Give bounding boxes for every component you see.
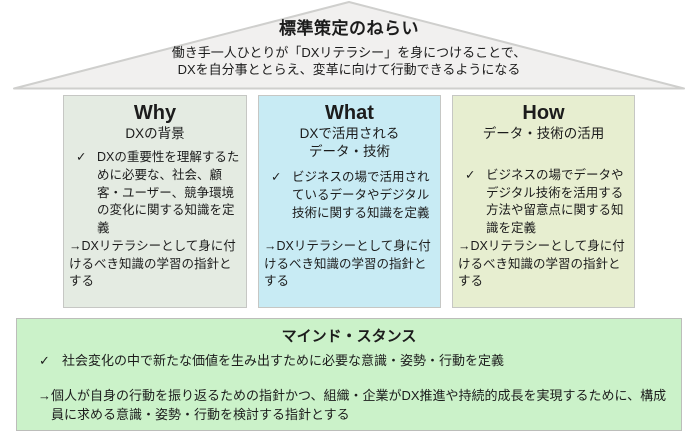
column-what: What DXで活用される データ・技術 ✓ ビジネスの場で活用されているデータ…: [258, 95, 441, 308]
roof-text-block: 標準策定のねらい 働き手一人ひとりが「DXリテラシー」を身につけることで、 DX…: [0, 14, 698, 79]
check-icon: ✓: [465, 167, 476, 182]
column-what-bullet-text: ビジネスの場で活用されているデータやデジタル技術に関する知識を定義: [292, 170, 430, 220]
check-icon: ✓: [271, 170, 282, 184]
column-how-subheading: データ・技術の活用: [482, 126, 605, 141]
column-what-heading: What: [325, 102, 374, 124]
column-why-bullet: ✓ DXの重要性を理解するために必要な、社会、顧客・ユーザー、競争環境の変化に関…: [69, 149, 241, 238]
mind-stance-arrow-note: →個人が自身の行動を振り返るための指針かつ、組織・企業がDX推進や持続的成長を実…: [38, 388, 667, 423]
column-what-subheading2: データ・技術: [309, 143, 390, 159]
column-how: How データ・技術の活用 ✓ ビジネスの場でデータやデジタル技術を活用する方法…: [452, 95, 635, 308]
column-why-heading: Why: [133, 102, 177, 124]
column-how-heading: How: [522, 102, 565, 124]
roof-subtitle: 働き手一人ひとりが「DXリテラシー」を身につけることで、 DXを自分事ととらえ、…: [0, 44, 698, 79]
column-how-bullet: ✓ ビジネスの場でデータやデジタル技術を活用する方法や留意点に関する知識を定義: [458, 167, 629, 238]
column-why-header: Why DXの背景: [69, 101, 241, 143]
check-icon: ✓: [39, 353, 50, 368]
column-why-bullet-text: DXの重要性を理解するために必要な、社会、顧客・ユーザー、競争環境の変化に関する…: [97, 150, 240, 235]
roof-title: 標準策定のねらい: [279, 19, 419, 38]
column-how-bullet-text: ビジネスの場でデータやデジタル技術を活用する方法や留意点に関する知識を定義: [486, 167, 624, 235]
roof-subtitle-line1: 働き手一人ひとりが「DXリテラシー」を身につけることで、: [171, 45, 527, 60]
column-why-subheading: DXの背景: [125, 126, 185, 141]
column-how-header: How データ・技術の活用: [458, 101, 629, 161]
column-what-bullet: ✓ ビジネスの場で活用されているデータやデジタル技術に関する知識を定義: [264, 169, 435, 222]
mind-stance-bullet-text: 社会変化の中で新たな価値を生み出すために必要な意識・姿勢・行動を定義: [62, 353, 505, 368]
mind-stance-box: マインド・スタンス ✓ 社会変化の中で新たな価値を生み出すために必要な意識・姿勢…: [16, 318, 682, 431]
roof-triangle: [13, 1, 685, 90]
column-what-header: What DXで活用される データ・技術: [264, 101, 435, 163]
mind-stance-title: マインド・スタンス: [281, 328, 417, 345]
column-why-arrow-note: →DXリテラシーとして身に付けるべき知識の学習の指針とする: [69, 238, 236, 289]
column-what-arrow-note: →DXリテラシーとして身に付けるべき知識の学習の指針とする: [264, 238, 431, 289]
column-how-arrow-note: →DXリテラシーとして身に付けるべき知識の学習の指針とする: [458, 238, 625, 289]
mind-stance-bullet: ✓ 社会変化の中で新たな価値を生み出すために必要な意識・姿勢・行動を定義: [25, 352, 673, 370]
check-icon: ✓: [76, 150, 87, 164]
column-what-subheading: DXで活用される: [299, 126, 400, 141]
roof-subtitle-line2: DXを自分事ととらえ、変革に向けて行動できるようになる: [177, 62, 521, 78]
column-why: Why DXの背景 ✓ DXの重要性を理解するために必要な、社会、顧客・ユーザー…: [63, 95, 247, 308]
